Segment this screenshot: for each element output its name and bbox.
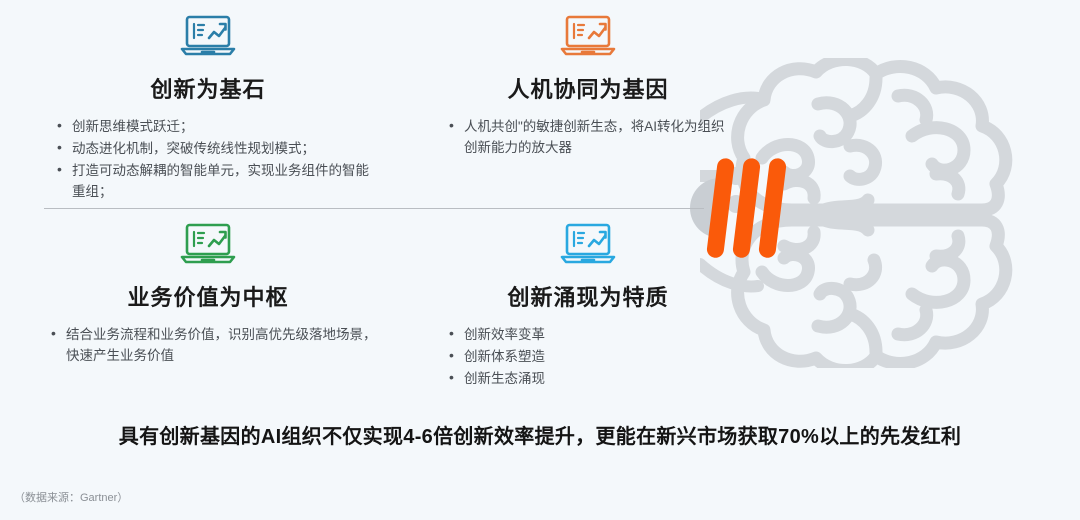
list-item: 创新效率变革 [446,323,738,345]
list-item: 人机共创"的敏捷创新生态，将AI转化为组织创新能力的放大器 [446,115,738,158]
quadrant-innovation-emergence: 创新涌现为特质 创新效率变革 创新体系塑造 创新生态涌现 [438,222,738,390]
list-item: 创新生态涌现 [446,367,738,389]
data-source-note: （数据来源：Gartner） [14,492,129,504]
list-item: 打造可动态解耦的智能单元，实现业务组件的智能重组； [54,159,378,202]
list-item: 创新体系塑造 [446,345,738,367]
quadrant-business-value-core: 业务价值为中枢 结合业务流程和业务价值，识别高优先级落地场景，快速产生业务价值 [38,222,378,367]
quadrant-bullet-list: 人机共创"的敏捷创新生态，将AI转化为组织创新能力的放大器 [446,115,738,158]
quadrant-human-machine-collaboration: 人机协同为基因 人机共创"的敏捷创新生态，将AI转化为组织创新能力的放大器 [438,14,738,159]
quadrant-innovation-foundation: 创新为基石 创新思维模式跃迁； 动态进化机制，突破传统线性规划模式； 打造可动态… [38,14,378,203]
list-item: 创新思维模式跃迁； [54,115,378,137]
laptop-chart-icon [38,14,378,64]
brain-outline-graphic [694,53,1080,377]
section-divider [44,208,704,209]
list-item: 动态进化机制，突破传统线性规划模式； [54,137,378,159]
laptop-chart-icon [438,14,738,64]
quadrant-title: 创新为基石 [150,77,266,102]
quadrant-bullet-list: 结合业务流程和业务价值，识别高优先级落地场景，快速产生业务价值 [48,323,378,366]
quadrant-title: 创新涌现为特质 [507,285,669,310]
conclusion-banner: 具有创新基因的AI组织不仅实现4-6倍创新效率提升，更能在新兴市场获取70%以上… [118,426,962,448]
laptop-chart-icon [438,222,738,272]
list-item: 结合业务流程和业务价值，识别高优先级落地场景，快速产生业务价值 [48,323,378,366]
quadrant-title: 业务价值为中枢 [127,285,289,310]
quadrant-bullet-list: 创新思维模式跃迁； 动态进化机制，突破传统线性规划模式； 打造可动态解耦的智能单… [54,115,378,202]
laptop-chart-icon [38,222,378,272]
quadrant-bullet-list: 创新效率变革 创新体系塑造 创新生态涌现 [446,323,738,389]
quadrant-title: 人机协同为基因 [507,77,669,102]
quadrant-grid: 创新为基石 创新思维模式跃迁； 动态进化机制，突破传统线性规划模式； 打造可动态… [0,0,740,400]
